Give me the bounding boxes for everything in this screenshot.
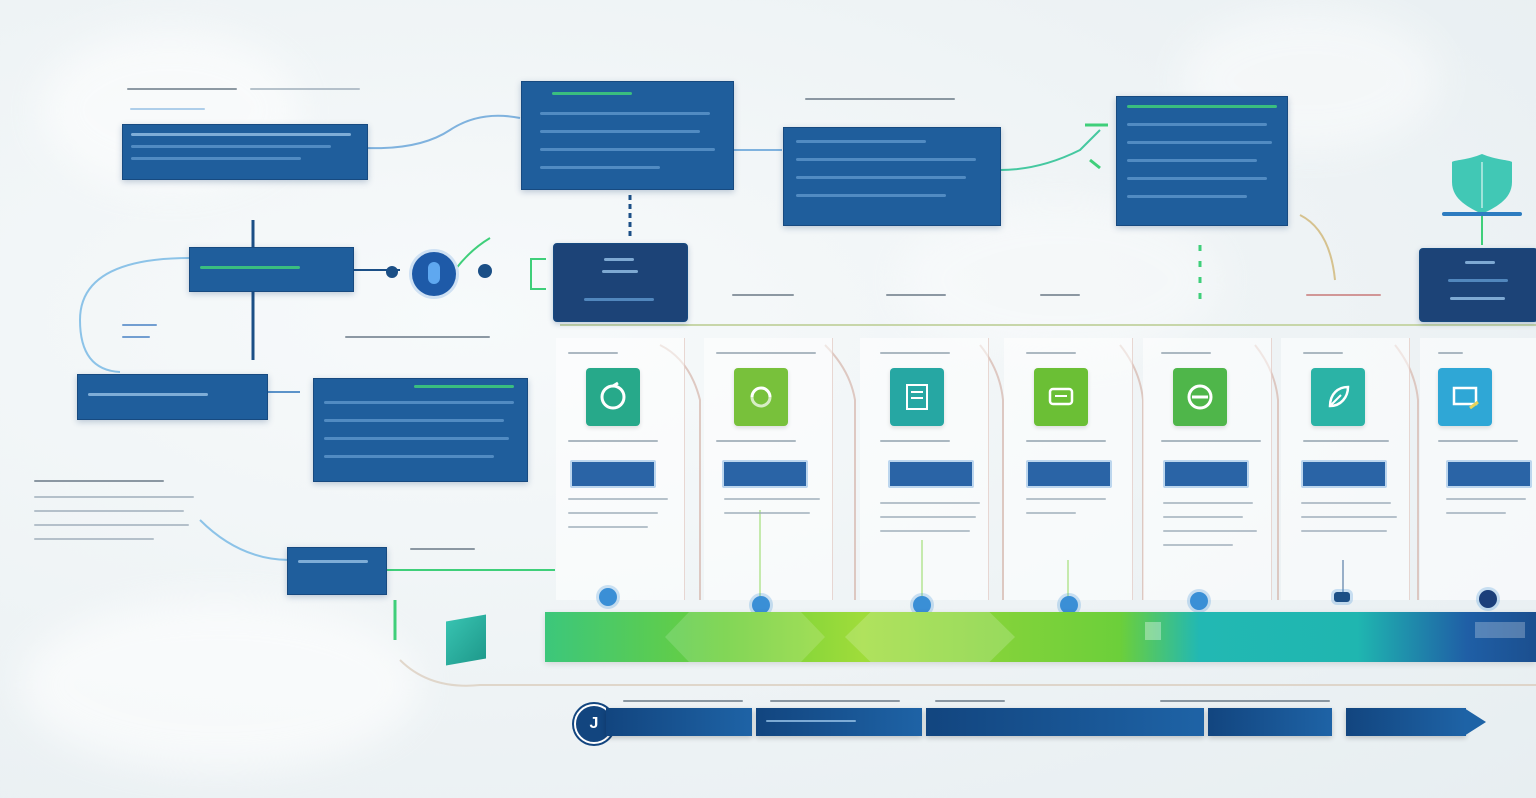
diagram-box-3 — [783, 127, 1001, 226]
shield-icon — [1442, 154, 1522, 216]
process-card-7 — [1420, 338, 1536, 600]
process-card-4 — [1004, 338, 1133, 600]
timeline-segment-3[interactable] — [926, 708, 1204, 736]
diagram-box-1 — [122, 124, 368, 180]
stage-node-icon — [1334, 592, 1350, 602]
process-card-6 — [1281, 338, 1410, 600]
diagram-box-7 — [313, 378, 528, 482]
stage-node-icon — [599, 588, 617, 606]
process-card-3 — [860, 338, 989, 600]
stage-header-box — [553, 243, 688, 322]
stage-header-box — [1419, 248, 1536, 322]
timeline-segment-1[interactable] — [606, 708, 752, 736]
screen-icon — [1438, 368, 1492, 426]
card-action-button[interactable] — [1163, 460, 1249, 488]
diagram-box-5 — [189, 247, 354, 292]
sync-icon — [734, 368, 788, 426]
stage-node-icon — [1060, 596, 1078, 614]
small-node-icon — [386, 266, 398, 278]
card-action-button[interactable] — [1026, 460, 1112, 488]
timeline-segment-5[interactable] — [1346, 708, 1466, 736]
document-icon — [890, 368, 944, 426]
timeline-segment-4[interactable] — [1208, 708, 1332, 736]
diagram-box-4 — [1116, 96, 1288, 226]
diagram-box-6 — [77, 374, 268, 420]
refresh-icon — [586, 368, 640, 426]
stage-node-icon — [913, 596, 931, 614]
timeline-segment-2[interactable] — [756, 708, 922, 736]
diagram-box-8 — [287, 547, 387, 595]
timeline-arrow-icon — [1464, 708, 1486, 736]
diagram-box-2 — [521, 81, 734, 190]
card-action-button[interactable] — [1446, 460, 1532, 488]
process-card-5 — [1143, 338, 1272, 600]
progress-band — [545, 612, 1536, 662]
stage-node-icon — [1190, 592, 1208, 610]
stage-node-icon — [752, 596, 770, 614]
cube-icon — [446, 614, 486, 666]
bracket-icon — [530, 258, 546, 290]
chat-icon — [1034, 368, 1088, 426]
card-action-button[interactable] — [722, 460, 808, 488]
card-action-button[interactable] — [888, 460, 974, 488]
cycle-icon — [1173, 368, 1227, 426]
process-card-2 — [704, 338, 833, 600]
hub-node-icon — [412, 252, 456, 296]
card-action-button[interactable] — [570, 460, 656, 488]
small-node-icon — [478, 264, 492, 278]
note-block — [34, 478, 204, 560]
stage-node-icon — [1479, 590, 1497, 608]
leaf-icon — [1311, 368, 1365, 426]
card-action-button[interactable] — [1301, 460, 1387, 488]
timeline-start-label: J — [589, 715, 599, 732]
process-card-1 — [556, 338, 685, 600]
